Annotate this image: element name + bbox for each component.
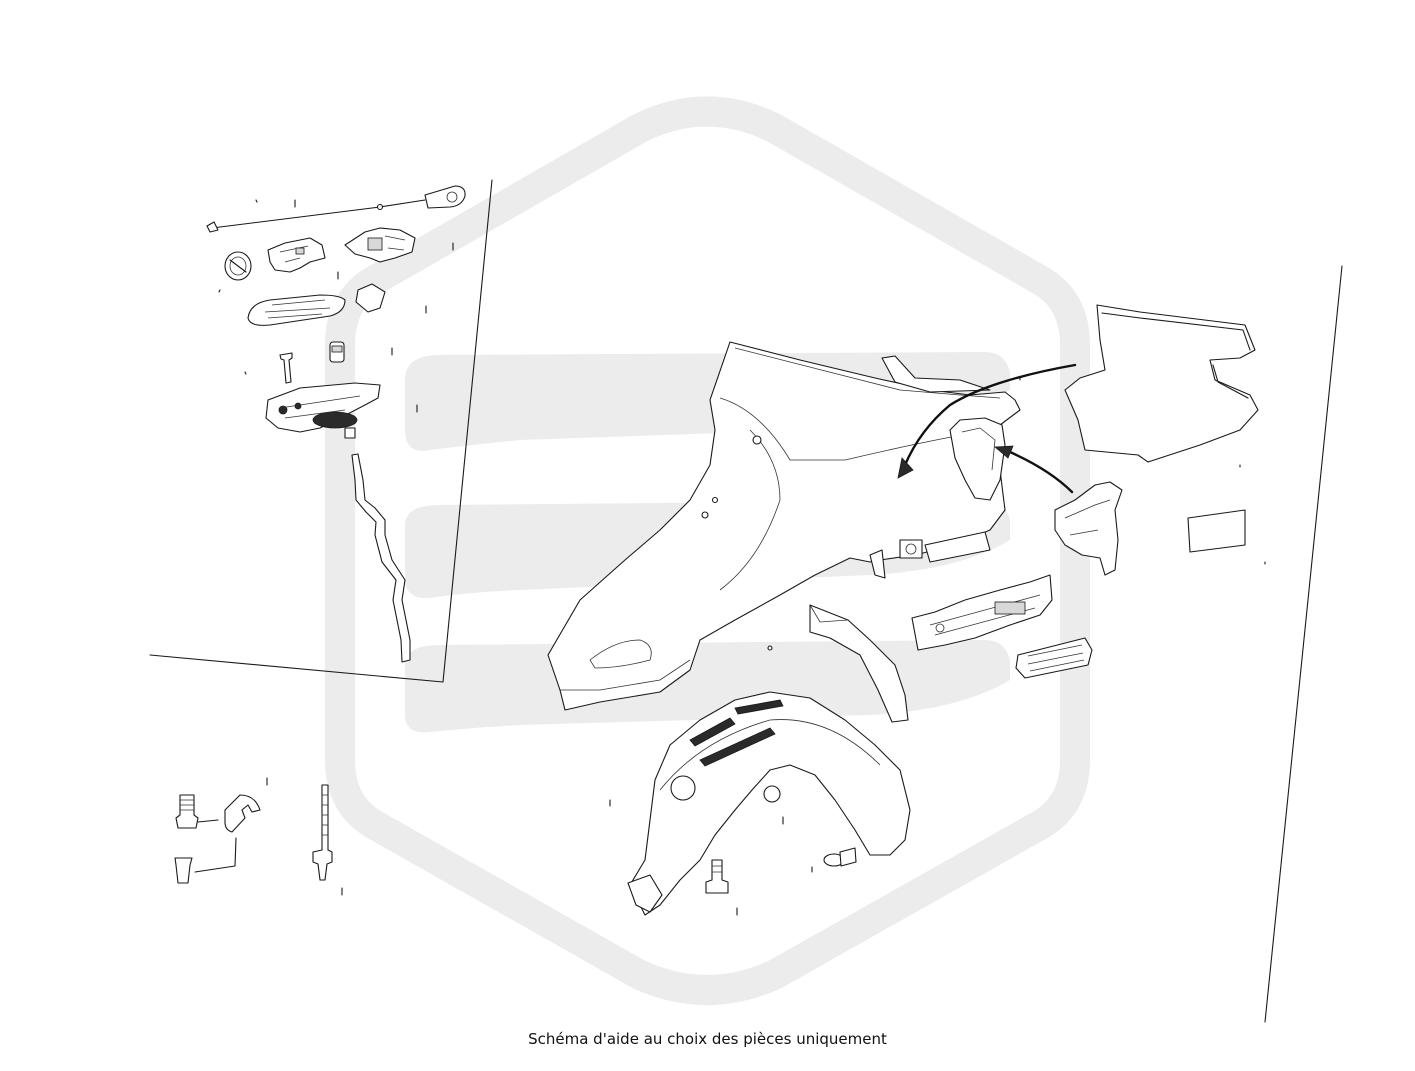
fuel-drain-hose — [351, 453, 411, 663]
wrench-icon — [224, 794, 261, 833]
fuel-cap — [224, 251, 252, 281]
diagram-caption: Schéma d'aide au choix des pièces unique… — [528, 1030, 887, 1048]
push-clip — [823, 847, 857, 867]
fuel-flap-bracket — [267, 237, 326, 273]
roof-rail-trim — [881, 355, 991, 393]
tail-light-housing-panel — [949, 417, 1006, 501]
trunk-seal-gasket — [1064, 304, 1259, 463]
fuel-flap-plunger — [329, 341, 345, 363]
label-plate — [1187, 509, 1246, 553]
rear-panel-reinforcement — [911, 574, 1053, 651]
long-bolt — [312, 784, 333, 881]
wheel-arch-extension — [809, 604, 909, 723]
fuel-flap-actuator — [344, 227, 416, 263]
fuel-flap-panel — [149, 179, 493, 683]
fuel-flap-cover — [247, 294, 346, 326]
tail-light-bracket — [1054, 481, 1123, 576]
callout-ticks-left — [218, 199, 454, 413]
wheel-arch-liner — [627, 691, 911, 916]
rear-quarter-panel — [547, 341, 1021, 711]
bumper-vent-grille — [1015, 637, 1093, 679]
flange-bolt — [705, 859, 729, 894]
fuel-flap-seal — [355, 283, 386, 313]
callout-ticks-right — [266, 377, 1266, 916]
right-panel-border — [1264, 265, 1343, 1023]
fuel-filler-housing — [265, 382, 381, 439]
rivet-stud — [174, 794, 237, 884]
assembly-arrow-large — [897, 363, 1077, 494]
fuel-release-cable — [206, 185, 466, 233]
fuel-flap-pin — [279, 352, 293, 384]
